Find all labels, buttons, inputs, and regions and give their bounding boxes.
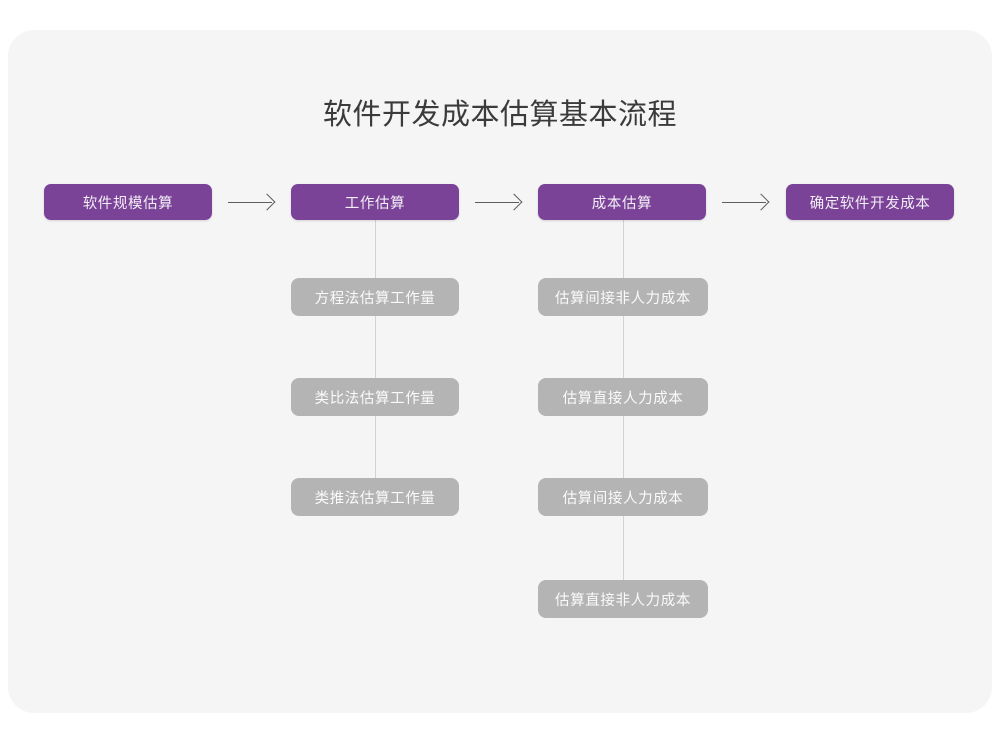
flow-step-effort-estimation[interactable]: 工作估算 xyxy=(291,184,459,220)
branch-item-cost-2[interactable]: 估算间接人力成本 xyxy=(538,478,708,516)
arrow-head xyxy=(752,193,770,211)
flow-step-cost-estimation[interactable]: 成本估算 xyxy=(538,184,706,220)
branch-item-effort-1[interactable]: 类比法估算工作量 xyxy=(291,378,459,416)
connector-line-cost xyxy=(623,220,624,618)
arrow-shaft xyxy=(228,202,272,204)
arrow-shaft xyxy=(475,202,519,204)
flow-step-determine-development-cost[interactable]: 确定软件开发成本 xyxy=(786,184,954,220)
branch-item-cost-0[interactable]: 估算间接非人力成本 xyxy=(538,278,708,316)
arrow-shaft xyxy=(722,202,766,204)
arrow-right-icon xyxy=(228,193,276,212)
flow-step-software-size-estimation[interactable]: 软件规模估算 xyxy=(44,184,212,220)
diagram-card xyxy=(8,30,992,713)
arrow-right-icon xyxy=(722,193,770,212)
arrow-head xyxy=(258,193,276,211)
branch-item-cost-3[interactable]: 估算直接非人力成本 xyxy=(538,580,708,618)
branch-item-effort-2[interactable]: 类推法估算工作量 xyxy=(291,478,459,516)
connector-line-effort xyxy=(375,220,376,516)
arrow-right-icon xyxy=(475,193,523,212)
page-title: 软件开发成本估算基本流程 xyxy=(322,99,677,131)
branch-item-cost-1[interactable]: 估算直接人力成本 xyxy=(538,378,708,416)
arrow-head xyxy=(505,193,523,211)
branch-item-effort-0[interactable]: 方程法估算工作量 xyxy=(291,278,459,316)
